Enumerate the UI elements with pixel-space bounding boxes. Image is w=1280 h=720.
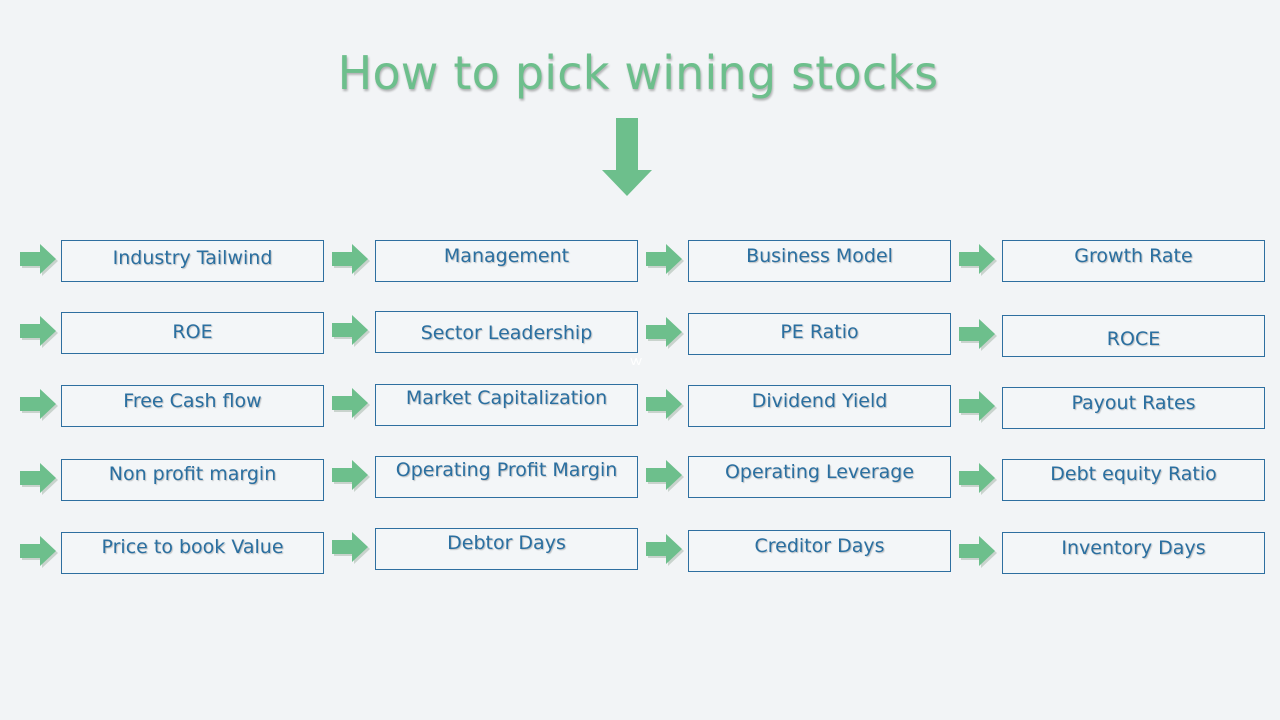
criteria-label: ROCE [1106,328,1161,350]
criteria-box: Sector Leadership [375,311,638,353]
criteria-box: Operating Leverage [688,456,951,498]
criteria-box: Operating Profit Margin [375,456,638,498]
criteria-label: PE Ratio [780,321,859,343]
criteria-label: Creditor Days [754,535,885,557]
criteria-label: Payout Rates [1071,392,1196,414]
right-arrow-icon [20,389,58,421]
criteria-label: ROE [172,321,213,343]
criteria-label: Non profit margin [108,463,277,485]
right-arrow-icon [646,317,684,349]
right-arrow-icon [646,460,684,492]
criteria-label: Business Model [746,245,893,267]
criteria-box: Business Model [688,240,951,282]
criteria-label: Growth Rate [1074,245,1193,267]
criteria-label: Operating Leverage [724,461,915,483]
criteria-box: Price to book Value [61,532,324,574]
criteria-box: PE Ratio [688,313,951,355]
right-arrow-icon [20,316,58,348]
criteria-box: ROE [61,312,324,354]
right-arrow-icon [959,391,997,423]
right-arrow-icon [332,388,370,420]
criteria-box: Payout Rates [1002,387,1265,429]
criteria-label: Inventory Days [1061,537,1206,559]
criteria-box: Free Cash flow [61,385,324,427]
down-arrow-icon [602,118,652,196]
criteria-box: Dividend Yield [688,385,951,427]
criteria-box: Non profit margin [61,459,324,501]
criteria-box: Management [375,240,638,282]
criteria-box: ROCE [1002,315,1265,357]
criteria-box: Debt equity Ratio [1002,459,1265,501]
criteria-label: Debtor Days [447,532,566,554]
right-arrow-icon [20,536,58,568]
right-arrow-icon [959,244,997,276]
right-arrow-icon [332,532,370,564]
criteria-box: Industry Tailwind [61,240,324,282]
slide-title: How to pick wining stocks [337,46,939,100]
criteria-box: Market Capitalization [375,384,638,426]
criteria-label: Free Cash flow [123,390,262,412]
criteria-box: Creditor Days [688,530,951,572]
criteria-label: Debt equity Ratio [1050,463,1217,485]
right-arrow-icon [646,389,684,421]
right-arrow-icon [332,460,370,492]
criteria-box: Debtor Days [375,528,638,570]
right-arrow-icon [959,319,997,351]
criteria-label: Market Capitalization [405,387,608,409]
right-arrow-icon [332,315,370,347]
criteria-box: Growth Rate [1002,240,1265,282]
criteria-label: Industry Tailwind [112,247,273,269]
right-arrow-icon [646,244,684,276]
right-arrow-icon [332,244,370,276]
criteria-label: Sector Leadership [420,322,593,344]
right-arrow-icon [20,244,58,276]
criteria-label: Price to book Value [101,536,284,558]
right-arrow-icon [959,463,997,495]
criteria-label: Management [443,245,570,267]
criteria-label: Dividend Yield [751,390,888,412]
stray-mark: vv [630,354,642,368]
right-arrow-icon [959,536,997,568]
right-arrow-icon [646,534,684,566]
criteria-box: Inventory Days [1002,532,1265,574]
right-arrow-icon [20,463,58,495]
criteria-label: Operating Profit Margin [395,459,618,481]
